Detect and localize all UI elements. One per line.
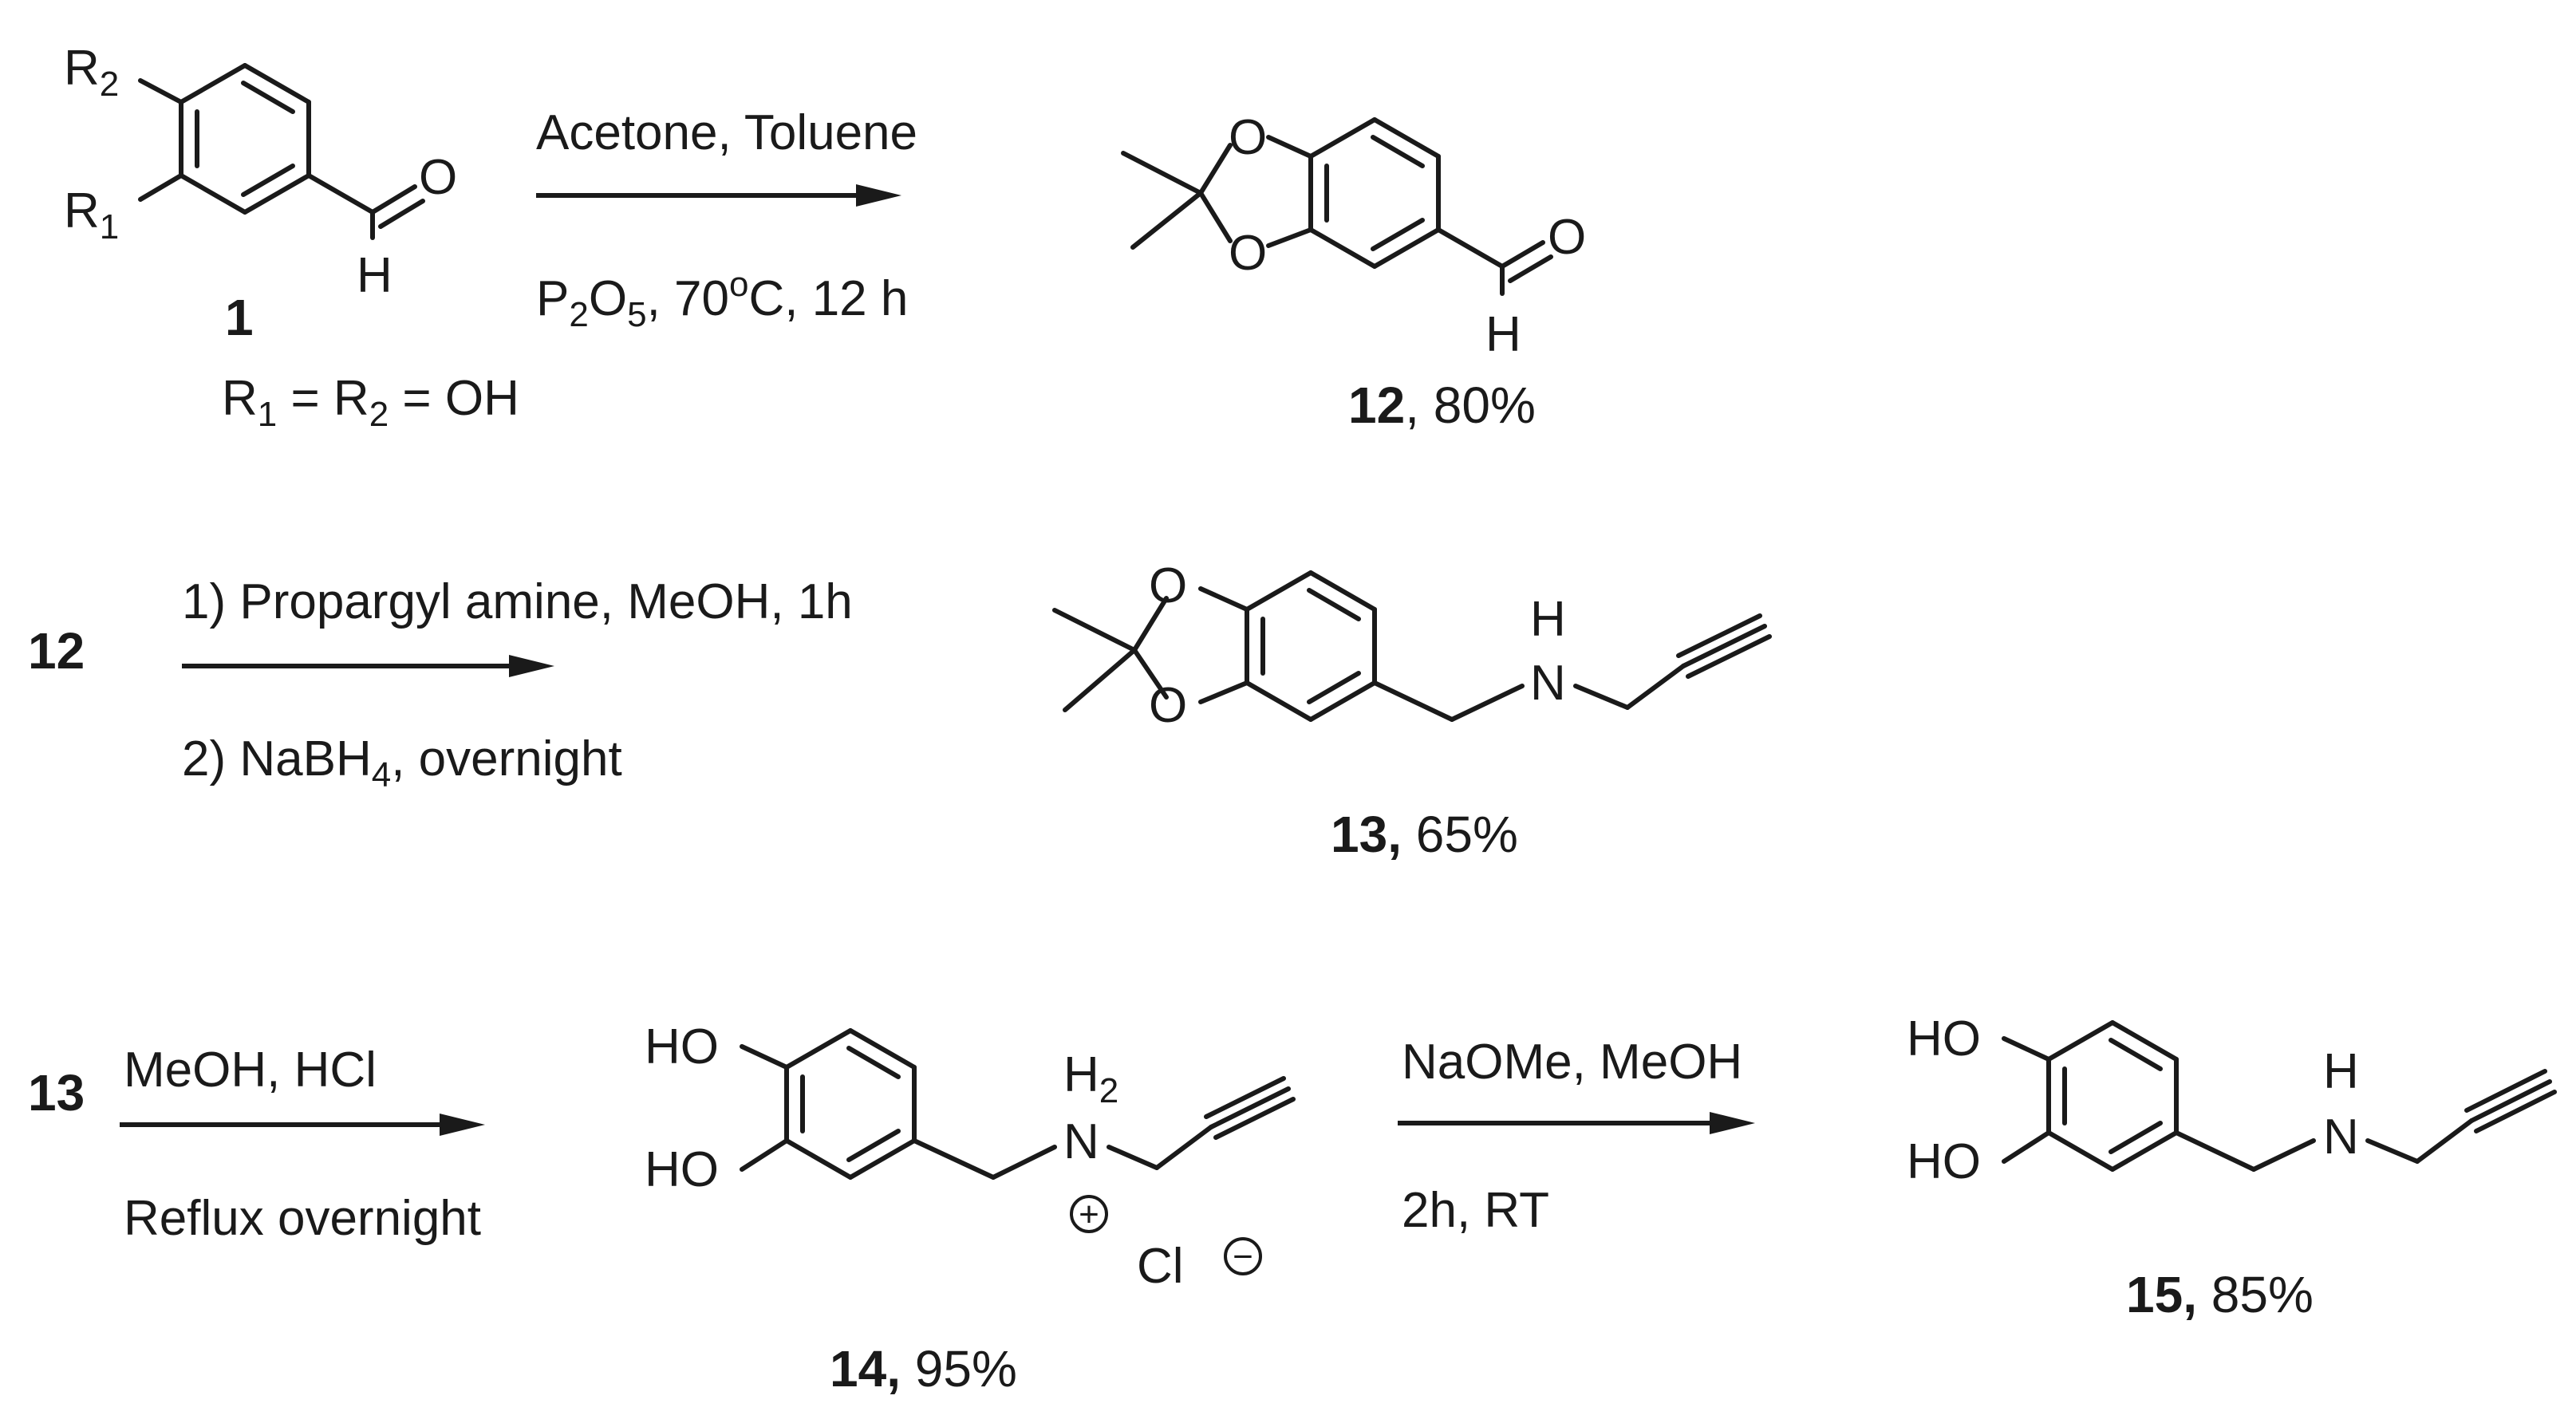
compound-12-hydrogen: H — [1485, 307, 1521, 362]
compound-14-hydroxyl-top: HO — [645, 1019, 719, 1074]
compound-12-structure: O O O H — [1121, 110, 1586, 362]
step-2-starting-material-label: 12 — [28, 622, 85, 680]
reaction-arrow-2 — [182, 655, 554, 677]
compound-15-hydroxyl-top: HO — [1907, 1011, 1981, 1066]
compound-1-structure: R2 R1 O H — [64, 41, 457, 303]
svg-text:−: − — [1233, 1237, 1253, 1276]
compound-1-number: 1 — [225, 289, 254, 346]
compound-15-bonds — [2002, 1020, 2557, 1172]
compound-15-structure: HO HO N H — [1907, 1011, 2557, 1189]
compound-15-hydroxyl-bottom: HO — [1907, 1134, 1981, 1189]
compound-14-label: 14, 95% — [830, 1340, 1017, 1397]
compound-14-chloride: Cl — [1137, 1239, 1184, 1294]
compound-14-negative-charge: − — [1224, 1237, 1262, 1276]
compound-1-oxygen: O — [419, 150, 457, 205]
compound-13-oxygen-top: O — [1149, 558, 1187, 613]
compound-12-label: 12, 80% — [1348, 376, 1536, 434]
compound-15-nh-hydrogen: H — [2323, 1044, 2359, 1099]
step-1-reagents-below: P2O5, 70oC, 12 h — [536, 265, 908, 334]
reaction-arrow-1 — [536, 184, 901, 207]
compound-13-oxygen-bottom: O — [1149, 678, 1187, 733]
compound-13-structure: O O N H — [1052, 558, 1772, 733]
step-1-reagents-above: Acetone, Toluene — [536, 105, 917, 160]
compound-13-label: 13, 65% — [1331, 806, 1518, 863]
compound-14-structure: HO HO N H2 + Cl − — [645, 1019, 1296, 1294]
step-4-reagents-above: NaOMe, MeOH — [1402, 1035, 1742, 1090]
compound-1-bonds — [138, 63, 425, 240]
step-2-reagents-below: 2) NaBH4, overnight — [182, 731, 622, 794]
compound-15-nitrogen: N — [2323, 1110, 2359, 1165]
compound-14-hydroxyl-bottom: HO — [645, 1142, 719, 1197]
reaction-arrow-3 — [120, 1114, 485, 1136]
step-3-starting-material-label: 13 — [28, 1064, 85, 1121]
compound-12-aldehyde-oxygen: O — [1548, 210, 1586, 265]
step-3-reagents-above: MeOH, HCl — [124, 1043, 377, 1098]
compound-12-bonds — [1121, 117, 1553, 296]
compound-14-positive-charge: + — [1070, 1195, 1108, 1234]
reaction-arrow-4 — [1398, 1112, 1755, 1134]
compound-13-nh-hydrogen: H — [1530, 592, 1566, 647]
compound-14-nitrogen: N — [1063, 1114, 1099, 1169]
step-3-reagents-below: Reflux overnight — [124, 1191, 481, 1246]
compound-14-bonds — [740, 1028, 1296, 1180]
svg-text:+: + — [1079, 1195, 1099, 1234]
compound-13-nitrogen: N — [1530, 656, 1566, 711]
compound-1-substituent-definition: R1 = R2 = OH — [222, 371, 519, 434]
compound-13-bonds — [1052, 570, 1772, 722]
compound-12-oxygen-bottom: O — [1229, 226, 1267, 281]
compound-1-r2-label: R2 — [64, 41, 119, 104]
compound-1-r1-label: R1 — [64, 183, 119, 246]
compound-12-oxygen-top: O — [1229, 110, 1267, 165]
step-2-reagents-above: 1) Propargyl amine, MeOH, 1h — [182, 574, 853, 629]
step-4-reagents-below: 2h, RT — [1402, 1183, 1549, 1238]
compound-1-hydrogen: H — [357, 248, 393, 303]
compound-15-label: 15, 85% — [2126, 1266, 2314, 1323]
compound-14-nh2-hydrogen: H2 — [1063, 1047, 1118, 1110]
